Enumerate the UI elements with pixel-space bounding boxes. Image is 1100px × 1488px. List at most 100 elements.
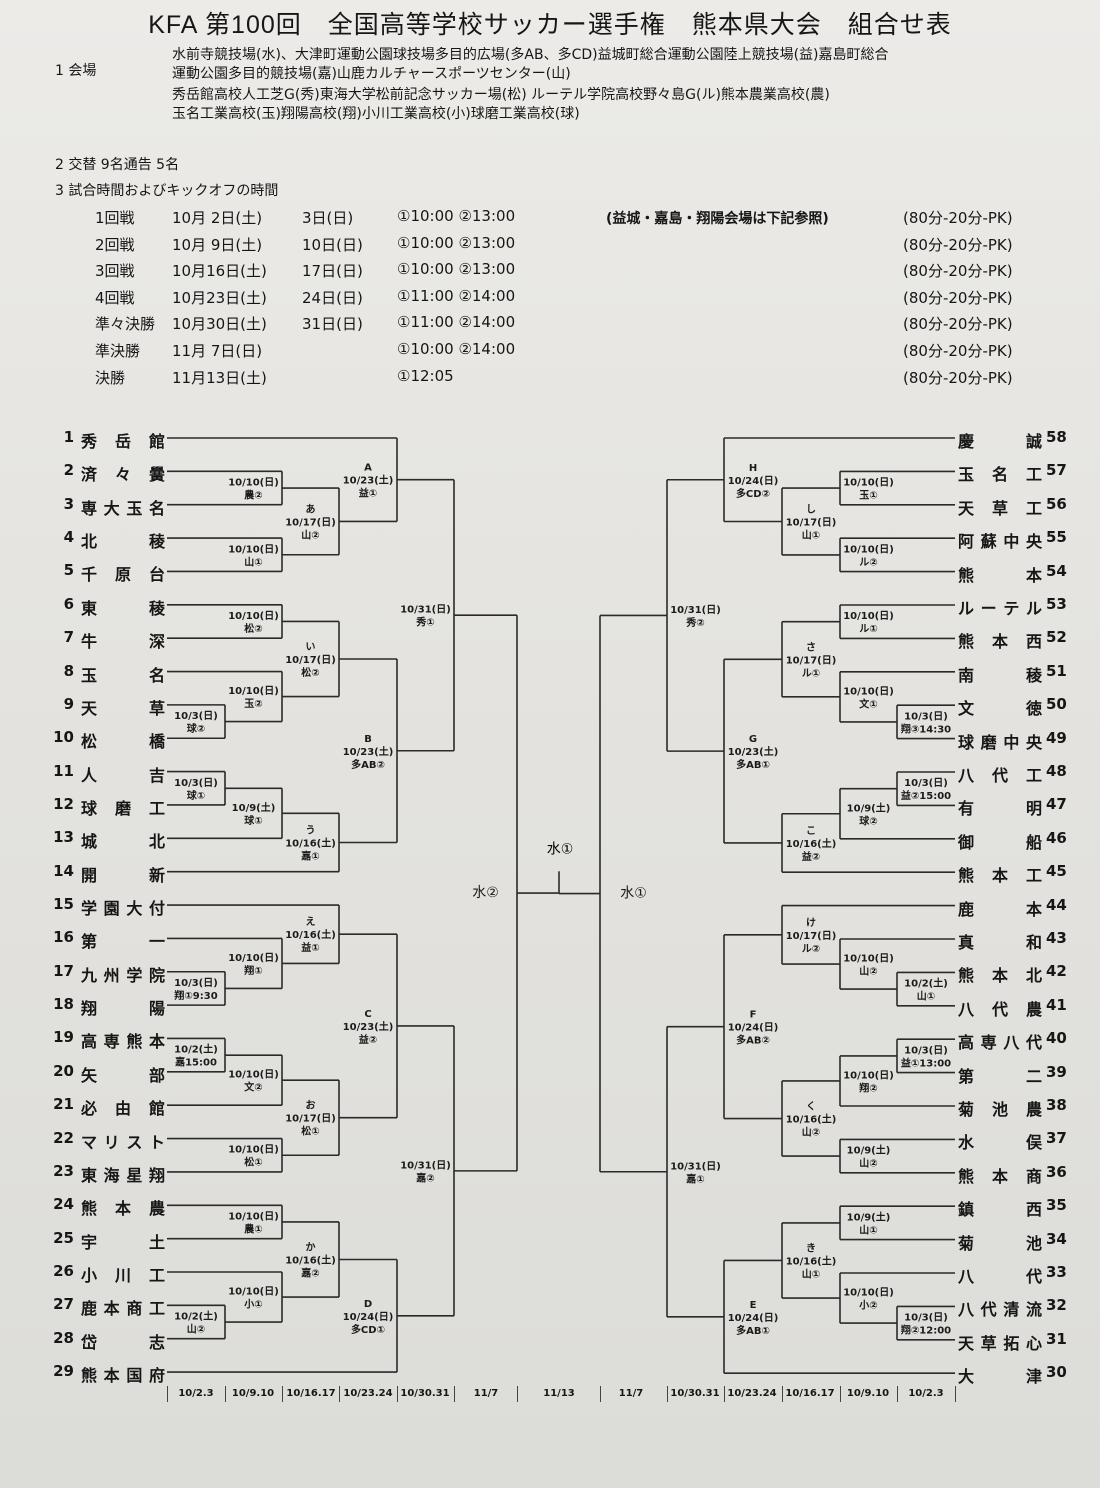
match-label: 山① [802,1267,820,1280]
team-name: 学園大付 [81,899,165,919]
team-name: 高専八代 [958,1033,1042,1053]
match-label: 10/2(土) [904,977,948,990]
schedule-round: 3回戦 [95,262,135,281]
match-label: 文② [244,1081,262,1094]
team-name: 八代農 [958,999,1042,1019]
match-label: 多CD① [351,1323,385,1336]
match-label: 嘉15:00 [174,1056,217,1069]
team-name: 阿蘇中央 [958,532,1042,552]
schedule-format: (80分-20分-PK) [903,315,1013,334]
team-name: 熊本国府 [81,1366,165,1386]
team-name: 東稜 [81,598,165,618]
team-number: 22 [53,1128,74,1147]
match-label: 山② [802,1126,820,1139]
team-name: 菊池 [958,1233,1042,1253]
match-label: F [750,1010,757,1021]
match-label: い [306,642,316,653]
round-date-label: 10/9.10 [231,1388,275,1399]
schedule-date2: 3日(日) [302,209,354,227]
axis-separator [282,1386,283,1402]
match-label: C [364,1009,371,1020]
match-label: こ [806,826,816,837]
team-name: 熊本農 [81,1199,165,1219]
match-label: え [306,916,316,928]
schedule-date1: 10月30日(土) [172,315,267,334]
team-name: 専大玉名 [81,498,165,518]
match-label: 10/10(日) [228,543,279,555]
axis-separator [167,1386,168,1402]
match-label: 多AB① [736,1324,770,1337]
match-label: 10/31(日) [400,1159,451,1171]
match-label: か [306,1241,316,1253]
team-number: 8 [63,661,74,680]
round-date-label: 10/2.3 [908,1388,944,1399]
match-label: ル① [859,624,877,635]
team-number: 55 [1046,528,1067,547]
match-label: 10/17(日) [786,654,837,666]
venue-line: 水前寺競技場(水)、大津町運動公園球技場多目的広場(多AB、多CD)益城町総合運… [172,47,889,63]
team-number: 14 [53,861,74,880]
match-label: ル② [802,944,820,955]
schedule-round: 準決勝 [95,342,141,360]
match-label: 10/31(日) [670,604,721,616]
match-label: 10/24(日) [343,1311,394,1323]
match-label: 10/3(日) [904,1044,948,1056]
team-number: 54 [1046,561,1067,580]
schedule-date2: 24日(日) [302,288,363,307]
schedule-format: (80分-20分-PK) [903,235,1013,254]
match-label: 10/16(土) [786,837,837,850]
team-number: 31 [1046,1329,1067,1348]
match-label: 水② [472,885,499,901]
team-name: 高専熊本 [81,1032,165,1052]
team-name: 秀岳館 [81,432,165,451]
axis-separator [897,1386,898,1402]
schedule-date1: 10月23日(土) [172,288,267,307]
team-number: 19 [53,1028,74,1047]
schedule-format: (80分-20分-PK) [903,209,1013,227]
team-number: 56 [1046,494,1067,513]
team-number: 23 [53,1161,74,1180]
match-label: 山② [859,1157,877,1170]
match-label: 10/2(土) [174,1043,218,1056]
team-name: 熊本 [958,565,1042,585]
match-label: 10/24(日) [728,1312,779,1324]
schedule-date1: 11月13日(土) [172,368,267,387]
match-label: 翔①9:30 [173,989,217,1002]
schedule-format: (80分-20分-PK) [903,368,1013,387]
schedule-times: ①11:00 ②14:00 [397,313,516,332]
match-label: 益② [359,1033,377,1046]
match-label: 球① [244,814,262,827]
substitution-rule: 2 交替 9名通告 5名 [55,157,180,173]
team-number: 51 [1046,661,1067,680]
match-label: あ [306,502,316,515]
schedule-format: (80分-20分-PK) [903,288,1013,307]
team-number: 52 [1046,628,1067,647]
team-name: 北稜 [81,532,165,552]
match-label: 農① [244,1222,262,1235]
match-label: 10/17(日) [786,930,837,942]
team-number: 26 [53,1262,74,1280]
team-number: 30 [1046,1363,1067,1382]
match-label: D [364,1299,372,1310]
venues-heading: 1 会場 [55,63,97,79]
round-date-label: 10/16.17 [785,1388,835,1399]
team-number: 18 [53,995,74,1014]
team-name: 宇土 [81,1232,165,1252]
match-label: 山② [301,528,319,541]
team-name: 真和 [958,933,1042,952]
match-label: 小② [858,1299,877,1312]
schedule-times: ①11:00 ②14:00 [397,286,516,305]
match-label: 嘉① [685,1172,704,1185]
match-label: 10/17(日) [285,654,336,666]
match-label: 10/10(日) [843,685,894,697]
team-number: 10 [53,728,74,747]
match-label: さ [806,641,816,653]
team-name: 千原台 [81,565,165,585]
team-name: 菊池農 [958,1100,1042,1119]
team-name: 熊本西 [958,632,1042,652]
team-number: 36 [1046,1162,1067,1181]
team-name: 御船 [958,832,1042,852]
match-label: 10/10(日) [228,1286,279,1298]
match-label: 10/10(日) [843,953,894,965]
team-number: 49 [1046,728,1067,747]
